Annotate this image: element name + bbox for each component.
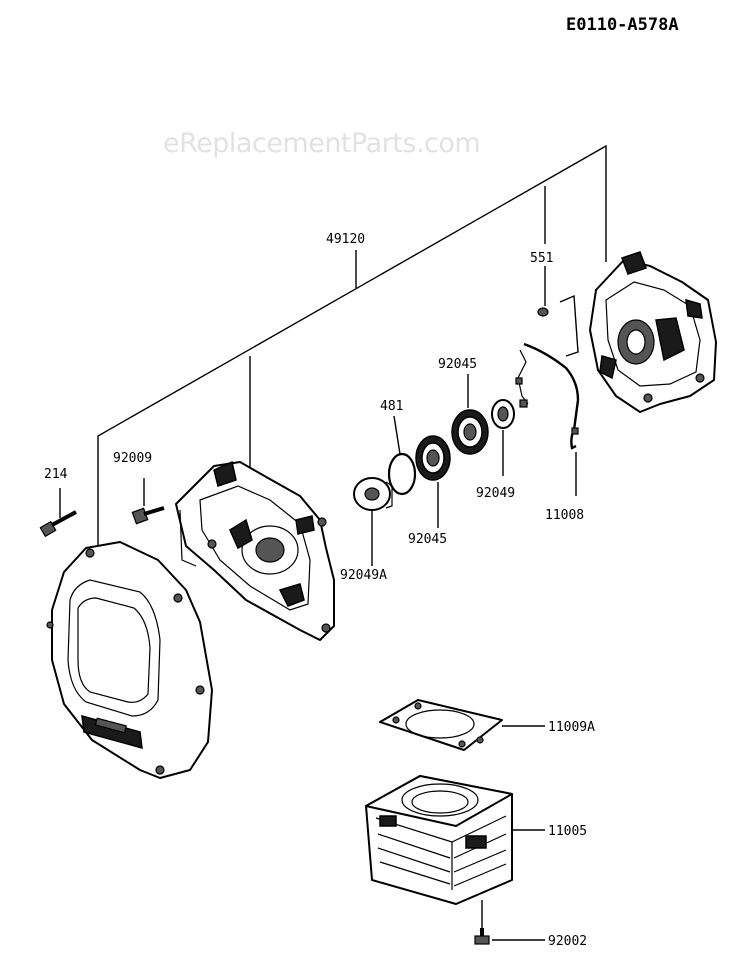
watermark: eReplacementParts.com (163, 128, 480, 159)
label-214: 214 (44, 467, 68, 482)
oil-seal-92049a-part (353, 477, 393, 511)
bearing-92045-lower-part (415, 435, 451, 528)
crankcase-half-right-part (589, 251, 717, 413)
bearing-92045-upper-part (451, 374, 489, 455)
part-labels: 49120 551 92045 481 92009 214 92049 1100… (44, 232, 595, 949)
label-92045-top: 92045 (438, 357, 477, 372)
cylinder-11005-part (365, 775, 545, 905)
label-11009a: 11009A (548, 720, 595, 735)
gasket-11008-part (515, 342, 580, 496)
oil-seal-92049-part (491, 399, 515, 476)
bolt-214-part (39, 488, 77, 538)
cylinder-gasket-11009a-part (379, 699, 545, 751)
label-92049: 92049 (476, 486, 515, 501)
diagram-code: E0110-A578A (566, 15, 679, 35)
snap-ring-481-part (387, 415, 417, 496)
dowel-pin-551-part (537, 307, 549, 317)
label-11005: 11005 (548, 824, 587, 839)
assembly-lines (97, 144, 607, 548)
bolt-92009-part (131, 478, 165, 525)
label-551: 551 (530, 251, 553, 266)
fan-housing-part (46, 541, 213, 779)
label-49120: 49120 (326, 232, 365, 247)
label-92049a: 92049A (340, 568, 387, 583)
label-92009: 92009 (113, 451, 152, 466)
label-92002: 92002 (548, 934, 587, 949)
bolt-92002-part (474, 900, 545, 945)
label-11008: 11008 (545, 508, 584, 523)
label-92045-bottom: 92045 (408, 532, 447, 547)
label-leaders (355, 250, 373, 566)
crankcase-half-left-part (175, 460, 335, 641)
label-481: 481 (380, 399, 403, 414)
